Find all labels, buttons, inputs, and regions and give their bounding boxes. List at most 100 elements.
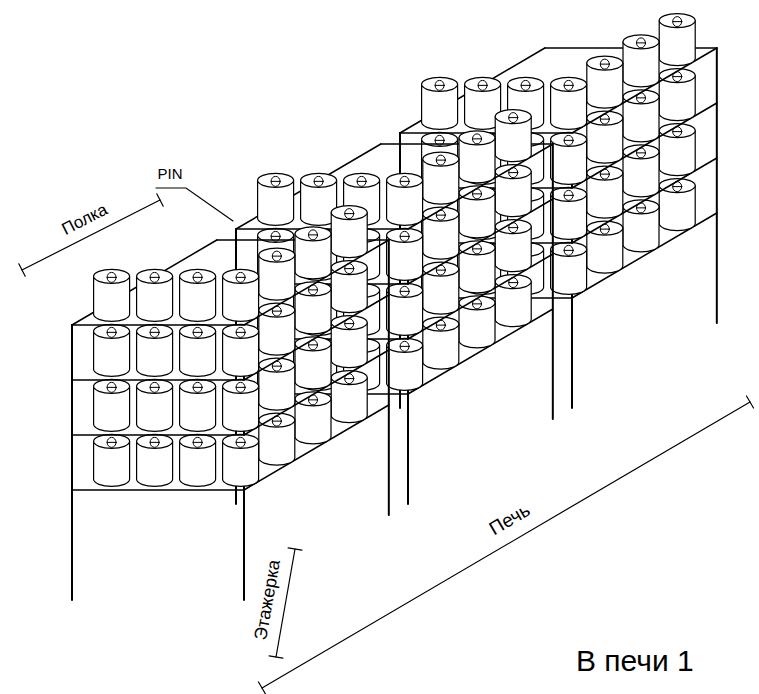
bobbin-top	[223, 269, 259, 283]
bobbin-mark-line	[271, 236, 280, 237]
bobbin	[295, 282, 331, 334]
bobbin-top	[94, 269, 130, 283]
bobbin-mark-line	[509, 282, 518, 283]
note-text: В печи 1	[574, 644, 696, 677]
bobbin-mark-line	[271, 181, 280, 182]
bobbin-top	[301, 173, 337, 187]
bobbin-mark-line	[478, 85, 487, 86]
bobbin-mark-line	[435, 140, 444, 141]
shelf-edge	[400, 48, 545, 133]
bobbin	[94, 379, 130, 431]
bobbin-top	[223, 434, 259, 448]
bobbin-mark-line	[473, 248, 482, 249]
bobbin-mark	[236, 437, 245, 447]
bobbin-mark-line	[272, 366, 281, 367]
bobbin-top	[180, 379, 216, 393]
bobbin-mark-line	[473, 193, 482, 194]
bobbin	[137, 434, 173, 486]
bobbin	[459, 296, 495, 348]
bobbin	[423, 317, 459, 369]
rack-post	[552, 144, 554, 419]
bobbin-mark-line	[637, 97, 646, 98]
bobbin-mark-line	[357, 181, 366, 182]
bobbin-mark-line	[564, 250, 573, 251]
bobbin-top	[94, 324, 130, 338]
bobbin-mark-line	[193, 442, 202, 443]
bobbin-mark-line	[150, 277, 159, 278]
bobbin	[587, 56, 623, 108]
bobbin	[551, 77, 587, 129]
bobbin-mark-line	[345, 378, 354, 379]
bobbin-mark	[236, 272, 245, 282]
bobbin-mark-line	[193, 387, 202, 388]
bobbin-mark-line	[436, 270, 445, 271]
bobbin	[495, 275, 531, 327]
bobbin-top	[223, 379, 259, 393]
rack-post	[388, 240, 390, 515]
bobbin-mark	[400, 231, 409, 241]
bobbin	[495, 110, 531, 162]
bobbin-mark	[107, 272, 116, 282]
annotations	[19, 188, 754, 694]
bobbin-mark	[193, 437, 202, 447]
shelf	[72, 316, 389, 435]
bobbin	[295, 337, 331, 389]
bobbin-mark-line	[509, 172, 518, 173]
oven-dimension	[262, 402, 750, 688]
shelf	[72, 261, 389, 380]
bobbin	[551, 242, 587, 294]
bobbin	[587, 166, 623, 218]
bobbin-mark	[436, 155, 445, 165]
bobbin-top	[387, 228, 423, 242]
bobbin-mark-line	[509, 227, 518, 228]
bobbin-top	[623, 35, 659, 49]
shelf-edge	[72, 489, 244, 491]
bobbin-mark	[150, 437, 159, 447]
bobbin-top	[295, 227, 331, 241]
dimension-tick	[259, 682, 266, 694]
bobbin-mark-line	[637, 42, 646, 43]
bobbin-mark	[314, 176, 323, 186]
bobbin-mark-line	[509, 117, 518, 118]
bobbin-top	[387, 173, 423, 187]
bobbin-mark	[521, 80, 530, 90]
bobbin-top	[387, 338, 423, 352]
rack-post	[71, 325, 73, 600]
bobbin	[387, 173, 423, 225]
bobbin	[551, 187, 587, 239]
bobbin	[623, 200, 659, 252]
bobbin-mark	[400, 176, 409, 186]
bobbin	[137, 324, 173, 376]
bobbin	[459, 131, 495, 183]
bobbin	[331, 206, 367, 258]
bobbin	[223, 434, 259, 486]
bobbin-mark	[509, 113, 518, 123]
bobbin-mark-line	[400, 181, 409, 182]
bobbin-mark	[150, 382, 159, 392]
bobbin-mark-line	[400, 236, 409, 237]
rack	[236, 110, 553, 504]
racks	[72, 14, 717, 600]
bobbin-mark-line	[400, 346, 409, 347]
dimension-tick	[19, 264, 25, 276]
bobbin-mark	[193, 272, 202, 282]
bobbin-mark-line	[473, 303, 482, 304]
bobbin-top	[259, 248, 295, 262]
bobbin-top	[137, 434, 173, 448]
bobbin	[587, 221, 623, 273]
bobbin-top	[551, 187, 587, 201]
bobbin	[659, 179, 695, 231]
bobbin	[587, 111, 623, 163]
bobbin-mark	[564, 245, 573, 255]
bobbin	[495, 165, 531, 217]
bobbin	[387, 283, 423, 335]
bobbin-mark-line	[673, 21, 682, 22]
bobbin-mark	[673, 17, 682, 27]
bobbin-mark-line	[107, 332, 116, 333]
bobbin	[259, 358, 295, 410]
rack	[72, 206, 389, 600]
bobbin-top	[387, 283, 423, 297]
bobbin-top	[331, 206, 367, 220]
bobbin	[94, 269, 130, 321]
